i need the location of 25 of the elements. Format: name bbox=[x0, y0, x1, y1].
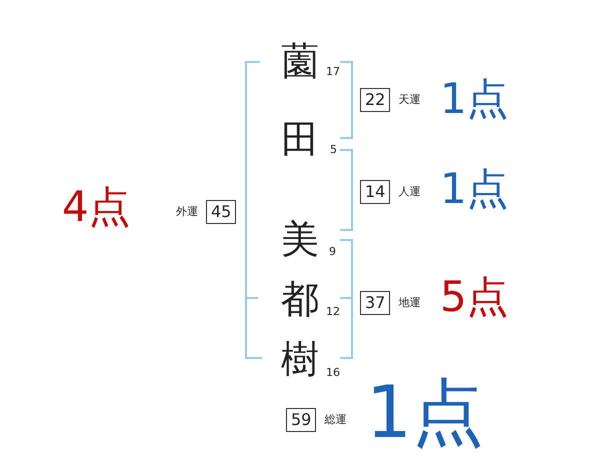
stroke-count: 16 bbox=[326, 367, 340, 378]
fortune-label: 天運 bbox=[398, 94, 420, 106]
fortune-number: 37 bbox=[360, 291, 390, 315]
stroke-count: 9 bbox=[329, 246, 336, 257]
score-text: 1点 bbox=[366, 376, 484, 448]
fortune-label: 地運 bbox=[398, 297, 420, 308]
name-character: 美 bbox=[281, 220, 319, 258]
score-text: 4点 bbox=[62, 186, 131, 228]
fortune-label: 外運 bbox=[176, 206, 198, 218]
stroke-count: 12 bbox=[326, 306, 340, 317]
fortune-number: 14 bbox=[360, 180, 390, 204]
score-text: 1点 bbox=[440, 168, 509, 210]
name-character: 薗 bbox=[281, 42, 319, 80]
name-character: 樹 bbox=[281, 340, 319, 378]
fortune-number: 45 bbox=[206, 200, 236, 224]
fortune-number: 59 bbox=[286, 408, 316, 432]
fortune-number: 22 bbox=[360, 88, 390, 112]
fortune-label: 人運 bbox=[398, 186, 420, 198]
name-character: 田 bbox=[281, 120, 319, 158]
stroke-count: 17 bbox=[326, 66, 340, 77]
stroke-count: 5 bbox=[330, 144, 337, 155]
score-text: 1点 bbox=[440, 78, 509, 120]
name-character: 都 bbox=[281, 280, 319, 318]
score-text: 5点 bbox=[440, 276, 509, 318]
fortune-label: 総運 bbox=[324, 414, 346, 426]
